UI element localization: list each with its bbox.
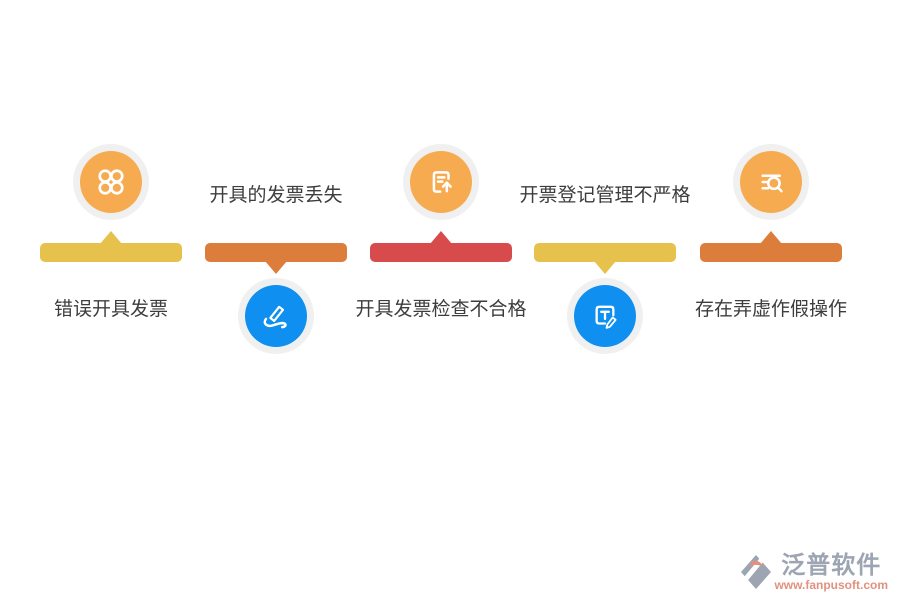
watermark-text: 泛普软件 www.fanpusoft.com xyxy=(774,553,888,592)
flow-item-4: 开票登记管理不严格 xyxy=(519,144,691,354)
flow-bar xyxy=(370,231,512,262)
text-edit-icon xyxy=(567,278,643,354)
icon-circle xyxy=(740,151,802,213)
flow-label: 开具发票检查不合格 xyxy=(355,299,527,320)
brand-name: 泛普软件 xyxy=(781,553,882,579)
flow-item-1: 错误开具发票 xyxy=(40,144,182,344)
document-upload-icon xyxy=(403,144,479,220)
flow-bar xyxy=(205,243,347,274)
icon-circle xyxy=(574,285,636,347)
fanpu-logo-icon xyxy=(741,555,772,589)
brand-watermark: 泛普软件 www.fanpusoft.com xyxy=(740,553,888,592)
brand-url: www.fanpusoft.com xyxy=(774,578,888,592)
flow-label: 开票登记管理不严格 xyxy=(519,185,691,206)
arrow-down-icon xyxy=(594,261,616,274)
flow-bar xyxy=(40,231,182,262)
flow-label: 存在弄虚作假操作 xyxy=(694,299,848,320)
flow-label: 错误开具发票 xyxy=(53,299,169,320)
flow-bar xyxy=(534,243,676,274)
icon-circle xyxy=(80,151,142,213)
arrow-up-icon xyxy=(430,231,452,244)
dots-grid-icon xyxy=(73,144,149,220)
signature-pen-icon xyxy=(238,278,314,354)
list-search-icon xyxy=(733,144,809,220)
icon-circle xyxy=(410,151,472,213)
flow-item-2: 开具的发票丢失 xyxy=(205,144,347,354)
flow-bar xyxy=(700,231,842,262)
icon-circle xyxy=(245,285,307,347)
flow-item-5: 存在弄虚作假操作 xyxy=(695,144,847,344)
arrow-up-icon xyxy=(100,231,122,244)
arrow-up-icon xyxy=(760,231,782,244)
flow-label: 开具的发票丢失 xyxy=(209,185,343,206)
arrow-down-icon xyxy=(265,261,287,274)
flow-item-3: 开具发票检查不合格 xyxy=(355,144,527,344)
